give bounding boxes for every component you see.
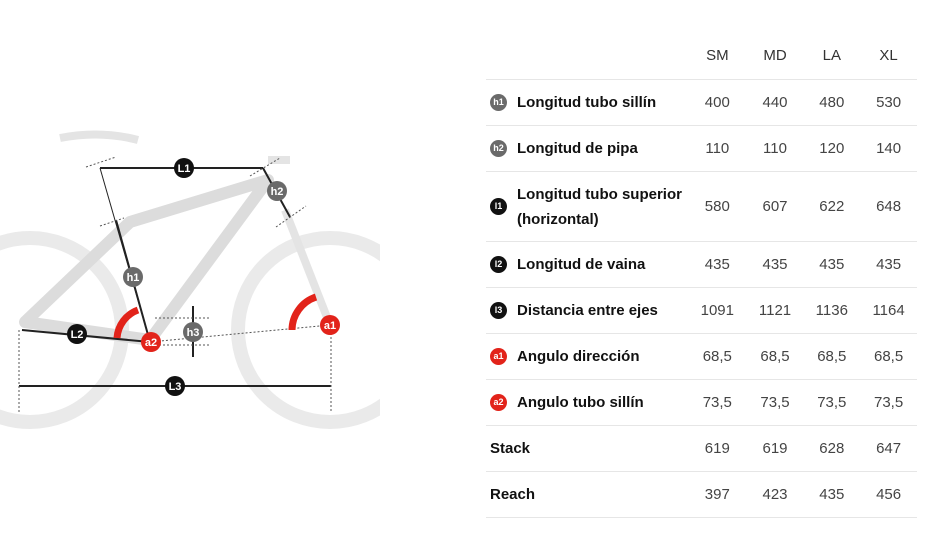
angle-arcs [113, 293, 318, 339]
row-label-cell: l2 Longitud de vaina [486, 241, 688, 288]
svg-text:a1: a1 [324, 320, 336, 332]
value-cell: 619 [688, 425, 747, 472]
value-cell: 1091 [688, 287, 747, 334]
value-cell: 423 [746, 471, 804, 518]
value-cell: 435 [860, 241, 917, 288]
row-label-cell: l1 Longitud tubo superior (horizontal) [486, 171, 688, 242]
badge-a1: a1 [320, 315, 340, 335]
size-header-la: LA [822, 47, 841, 64]
svg-text:a2: a2 [145, 337, 157, 349]
value-cell: 440 [746, 79, 804, 126]
bike-silhouette [0, 130, 380, 429]
value-cell: 73,5 [688, 379, 747, 426]
value-cell: 648 [860, 171, 917, 242]
value-cell: 68,5 [688, 333, 747, 380]
badge-h2-icon: h2 [490, 140, 507, 158]
value-cell: 530 [860, 79, 917, 126]
row-label-cell: Reach [486, 471, 688, 518]
row-label: Longitud de pipa [517, 140, 638, 158]
row-label-cell: Stack [486, 425, 688, 472]
row-label: Longitud de vaina [517, 256, 646, 274]
badge-a2: a2 [141, 332, 161, 352]
value-cell: 73,5 [860, 379, 917, 426]
value-cell: 622 [803, 171, 861, 242]
svg-text:h2: h2 [271, 186, 284, 198]
value-cell: 647 [860, 425, 917, 472]
badge-l3: L3 [165, 376, 185, 396]
value-cell: 73,5 [746, 379, 804, 426]
value-cell: 628 [803, 425, 861, 472]
row-label: Stack [490, 440, 531, 458]
value-cell: 435 [688, 241, 747, 288]
value-cell: 1136 [803, 287, 861, 334]
row-label-cell: h2 Longitud de pipa [486, 125, 688, 172]
svg-text:L3: L3 [169, 381, 182, 393]
row-label: Angulo dirección [517, 348, 640, 366]
bike-geometry-diagram: L1 L2 L3 h1 h2 h3 a1 a2 [0, 130, 380, 429]
badge-l3-icon: l3 [490, 302, 507, 320]
value-cell: 110 [688, 125, 747, 172]
value-cell: 140 [860, 125, 917, 172]
badge-h1: h1 [123, 267, 143, 287]
row-label: Longitud tubo sillín [517, 94, 657, 112]
value-cell: 607 [746, 171, 804, 242]
row-label-cell: a2 Angulo tubo sillín [486, 379, 688, 426]
table-header: SM MD LA XL [486, 32, 917, 80]
row-label-cell: a1 Angulo dirección [486, 333, 688, 380]
value-cell: 68,5 [746, 333, 804, 380]
row-label-cell: l3 Distancia entre ejes [486, 287, 688, 334]
row-label: Reach [490, 486, 536, 504]
badge-h2: h2 [267, 181, 287, 201]
svg-text:h3: h3 [187, 327, 200, 339]
svg-text:h1: h1 [127, 272, 140, 284]
badge-a2-icon: a2 [490, 394, 507, 412]
badge-a1-icon: a1 [490, 348, 507, 366]
value-cell: 120 [803, 125, 861, 172]
value-cell: 435 [803, 241, 861, 288]
value-cell: 580 [688, 171, 747, 242]
value-cell: 73,5 [803, 379, 861, 426]
value-cell: 435 [803, 471, 861, 518]
badge-l1: L1 [174, 158, 194, 178]
svg-text:L2: L2 [71, 329, 84, 341]
table-row: l1 Longitud tubo superior (horizontal)580… [486, 171, 917, 242]
size-header-md: MD [763, 47, 787, 64]
badge-l2-icon: l2 [490, 256, 507, 274]
value-cell: 400 [688, 79, 747, 126]
badge-h3: h3 [183, 322, 203, 342]
size-header-sm: SM [706, 47, 729, 64]
value-cell: 68,5 [860, 333, 917, 380]
row-label: Longitud tubo superior (horizontal) [517, 185, 682, 228]
svg-text:L1: L1 [178, 163, 191, 175]
badge-l1-icon: l1 [490, 198, 507, 215]
value-cell: 1121 [746, 287, 804, 334]
value-cell: 68,5 [803, 333, 861, 380]
value-cell: 1164 [860, 287, 917, 334]
value-cell: 397 [688, 471, 747, 518]
value-cell: 619 [746, 425, 804, 472]
badge-l2: L2 [67, 324, 87, 344]
size-header-xl: XL [879, 47, 898, 64]
value-cell: 435 [746, 241, 804, 288]
value-cell: 110 [746, 125, 804, 172]
row-label: Distancia entre ejes [517, 302, 658, 320]
value-cell: 480 [803, 79, 861, 126]
row-label: Angulo tubo sillín [517, 394, 644, 412]
badge-h1-icon: h1 [490, 94, 507, 112]
row-label-cell: h1 Longitud tubo sillín [486, 79, 688, 126]
value-cell: 456 [860, 471, 917, 518]
